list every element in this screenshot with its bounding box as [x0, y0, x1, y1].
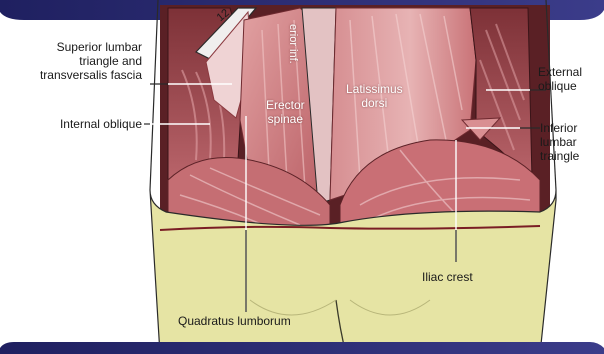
label-inferior-lumbar-line1: Inferior — [540, 121, 579, 135]
label-quadratus-lumborum: Quadratus lumborum — [178, 314, 291, 328]
bottom-banner — [0, 342, 604, 354]
label-erector-spinae-line1: Erector — [266, 98, 305, 112]
label-latissimus-dorsi-line2: dorsi — [346, 96, 403, 110]
label-erector-spinae: Erector spinae — [266, 98, 305, 126]
label-superior-lumbar-line2: triangle and — [40, 54, 142, 68]
label-iliac-crest: Iliac crest — [422, 270, 473, 284]
label-external-oblique-line2: oblique — [538, 79, 582, 93]
label-superior-lumbar: Superior lumbar triangle and transversal… — [40, 40, 142, 82]
label-superior-lumbar-line1: Superior lumbar — [40, 40, 142, 54]
label-quadratus-lumborum-text: Quadratus lumborum — [178, 314, 291, 328]
label-superior-lumbar-line3: transversalis fascia — [40, 68, 142, 82]
label-iliac-crest-text: Iliac crest — [422, 270, 473, 284]
label-latissimus-dorsi-line1: Latissimus — [346, 82, 403, 96]
label-internal-oblique-text: Internal oblique — [60, 117, 142, 131]
label-inferior-lumbar: Inferior lumbar traingle — [540, 121, 579, 163]
label-posterior-inferior: erior inf. — [286, 24, 300, 64]
label-internal-oblique: Internal oblique — [60, 117, 142, 131]
label-posterior-inferior-text: erior inf. — [286, 24, 300, 64]
label-latissimus-dorsi: Latissimus dorsi — [346, 82, 403, 110]
label-external-oblique-line1: External — [538, 65, 582, 79]
label-inferior-lumbar-line2: lumbar — [540, 135, 579, 149]
label-erector-spinae-line2: spinae — [266, 112, 305, 126]
label-inferior-lumbar-line3: traingle — [540, 149, 579, 163]
skin-outline-left — [150, 0, 158, 190]
label-external-oblique: External oblique — [538, 65, 582, 93]
